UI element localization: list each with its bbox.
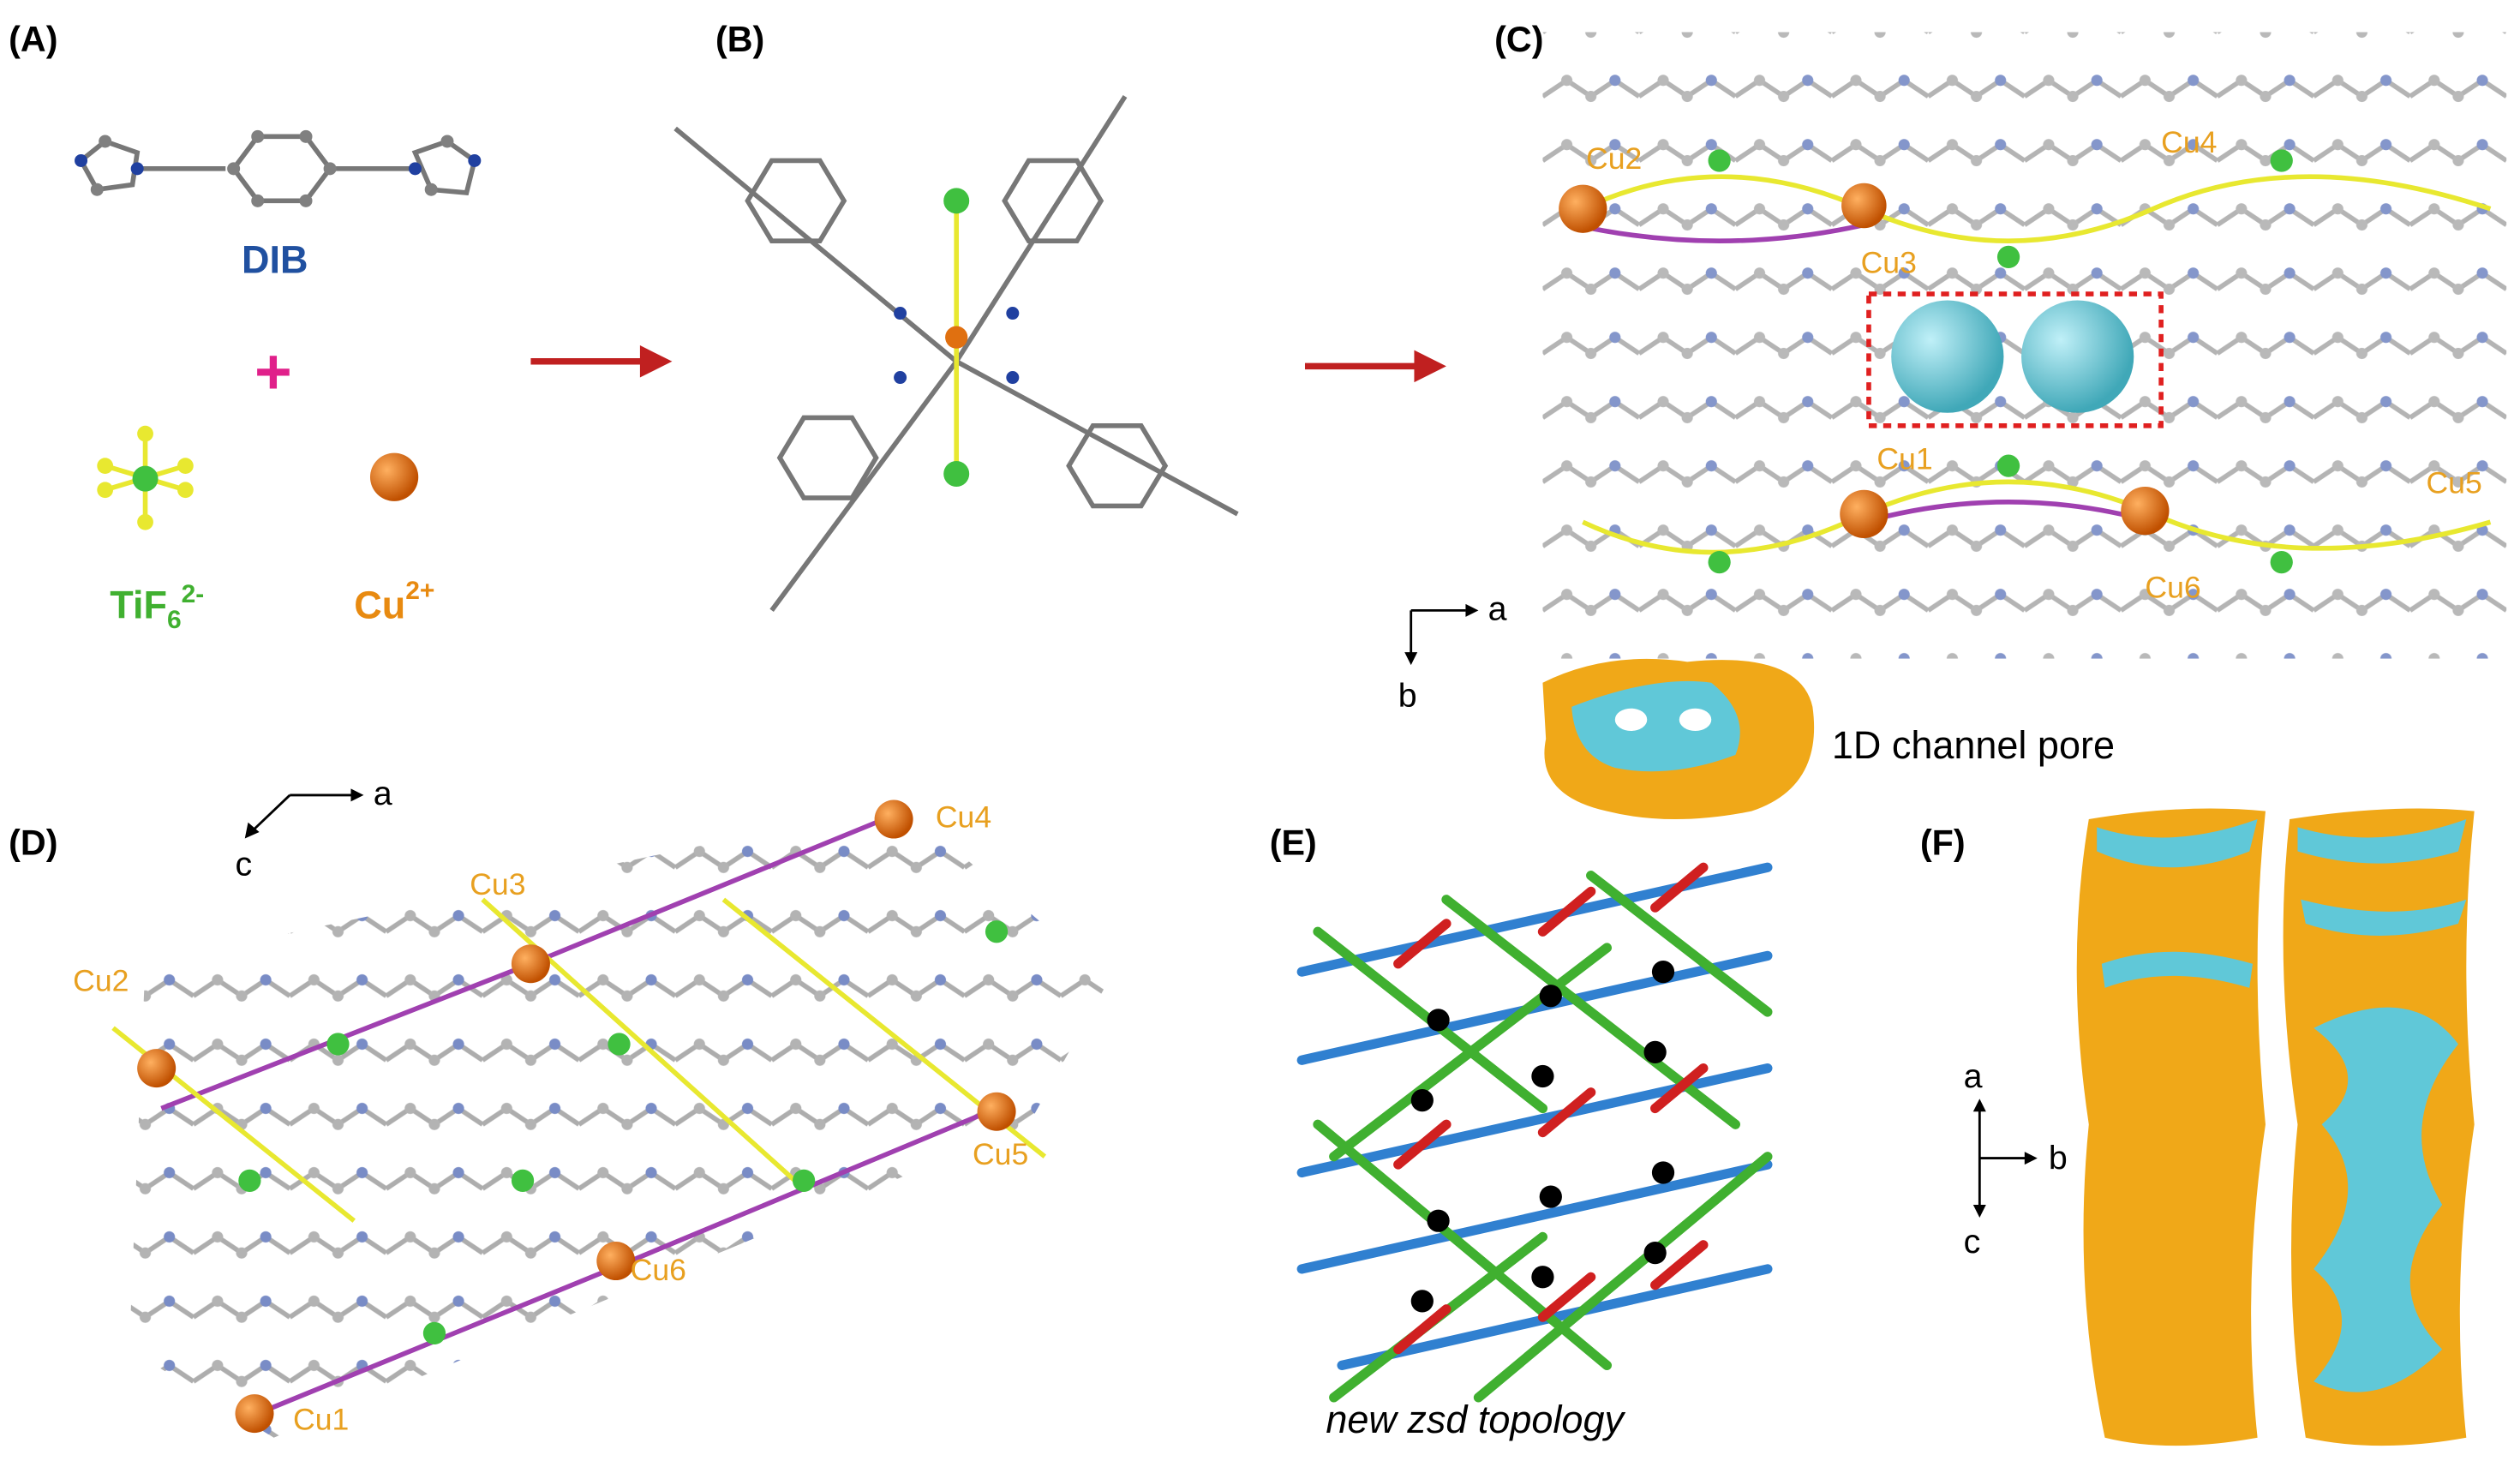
plus-sign: + bbox=[254, 335, 292, 407]
c-cu5-label: Cu5 bbox=[2426, 465, 2481, 500]
panel-d-label: (D) bbox=[9, 823, 57, 862]
f-axis-c: c bbox=[1964, 1223, 1981, 1260]
d-cu4-label: Cu4 bbox=[936, 799, 991, 834]
c-axis-b: b bbox=[1398, 677, 1417, 715]
d-cu6-label: Cu6 bbox=[631, 1253, 686, 1287]
channel-surface-left bbox=[2076, 808, 2266, 1446]
d-axis-a: a bbox=[374, 775, 392, 812]
arrow-a-to-b bbox=[530, 345, 673, 378]
panel-d: (D) a c Cu4 Cu3 Cu2 Cu5 Cu6 Cu1 bbox=[9, 775, 1110, 1438]
panel-e: (E) new zsd topology bbox=[1270, 823, 1773, 1441]
c-cu3-label: Cu3 bbox=[1861, 246, 1917, 280]
f-axis-a: a bbox=[1964, 1057, 1983, 1095]
panel-b: (B) bbox=[673, 20, 1239, 613]
zsd-topology-net bbox=[1296, 862, 1773, 1403]
arrow-b-to-c bbox=[1304, 350, 1446, 383]
cu-ion bbox=[369, 452, 419, 501]
d-cu2-label: Cu2 bbox=[73, 964, 129, 998]
pore-highlight-box bbox=[1866, 291, 2164, 428]
panel-c: (C) Cu2 Cu3 Cu4 Cu1 Cu5 Cu6 a b 1D chann… bbox=[1398, 20, 2507, 820]
cu-coordination-structure bbox=[673, 94, 1239, 613]
f-axes: a b c bbox=[1964, 1057, 2068, 1260]
c-axis-a: a bbox=[1488, 590, 1507, 628]
c-cu2-label: Cu2 bbox=[1586, 141, 1642, 176]
channel-pore-caption: 1D channel pore bbox=[1832, 723, 2115, 767]
topology-caption: new zsd topology bbox=[1326, 1398, 1625, 1441]
d-cu5-label: Cu5 bbox=[973, 1137, 1028, 1171]
tif6-label: TiF62- bbox=[110, 580, 204, 634]
d-axis-c: c bbox=[236, 846, 253, 883]
panel-a-label: (A) bbox=[9, 20, 57, 59]
panel-c-label: (C) bbox=[1494, 20, 1543, 59]
d-axes: a c bbox=[236, 775, 392, 883]
panel-b-label: (B) bbox=[715, 20, 764, 59]
dib-label: DIB bbox=[242, 238, 308, 282]
panel-f-label: (F) bbox=[1920, 823, 1966, 862]
channel-pore-surface bbox=[1542, 658, 1815, 820]
c-axes: a b bbox=[1398, 590, 1507, 715]
dib-molecule bbox=[75, 129, 482, 207]
c-cu1-label: Cu1 bbox=[1877, 441, 1932, 476]
panel-a: (A) DIB + TiF62- Cu2+ bbox=[9, 20, 482, 634]
cu-label: Cu2+ bbox=[354, 577, 434, 626]
panel-f: (F) a b c bbox=[1920, 808, 2475, 1446]
tif6-octahedron bbox=[97, 425, 194, 530]
f-axis-b: b bbox=[2049, 1140, 2068, 1177]
c-cu4-label: Cu4 bbox=[2161, 125, 2217, 159]
c-cu6-label: Cu6 bbox=[2145, 570, 2200, 604]
panel-e-label: (E) bbox=[1270, 823, 1317, 862]
channel-surface-right bbox=[2283, 808, 2475, 1446]
d-cu3-label: Cu3 bbox=[470, 867, 525, 901]
d-cu1-label: Cu1 bbox=[293, 1402, 349, 1436]
